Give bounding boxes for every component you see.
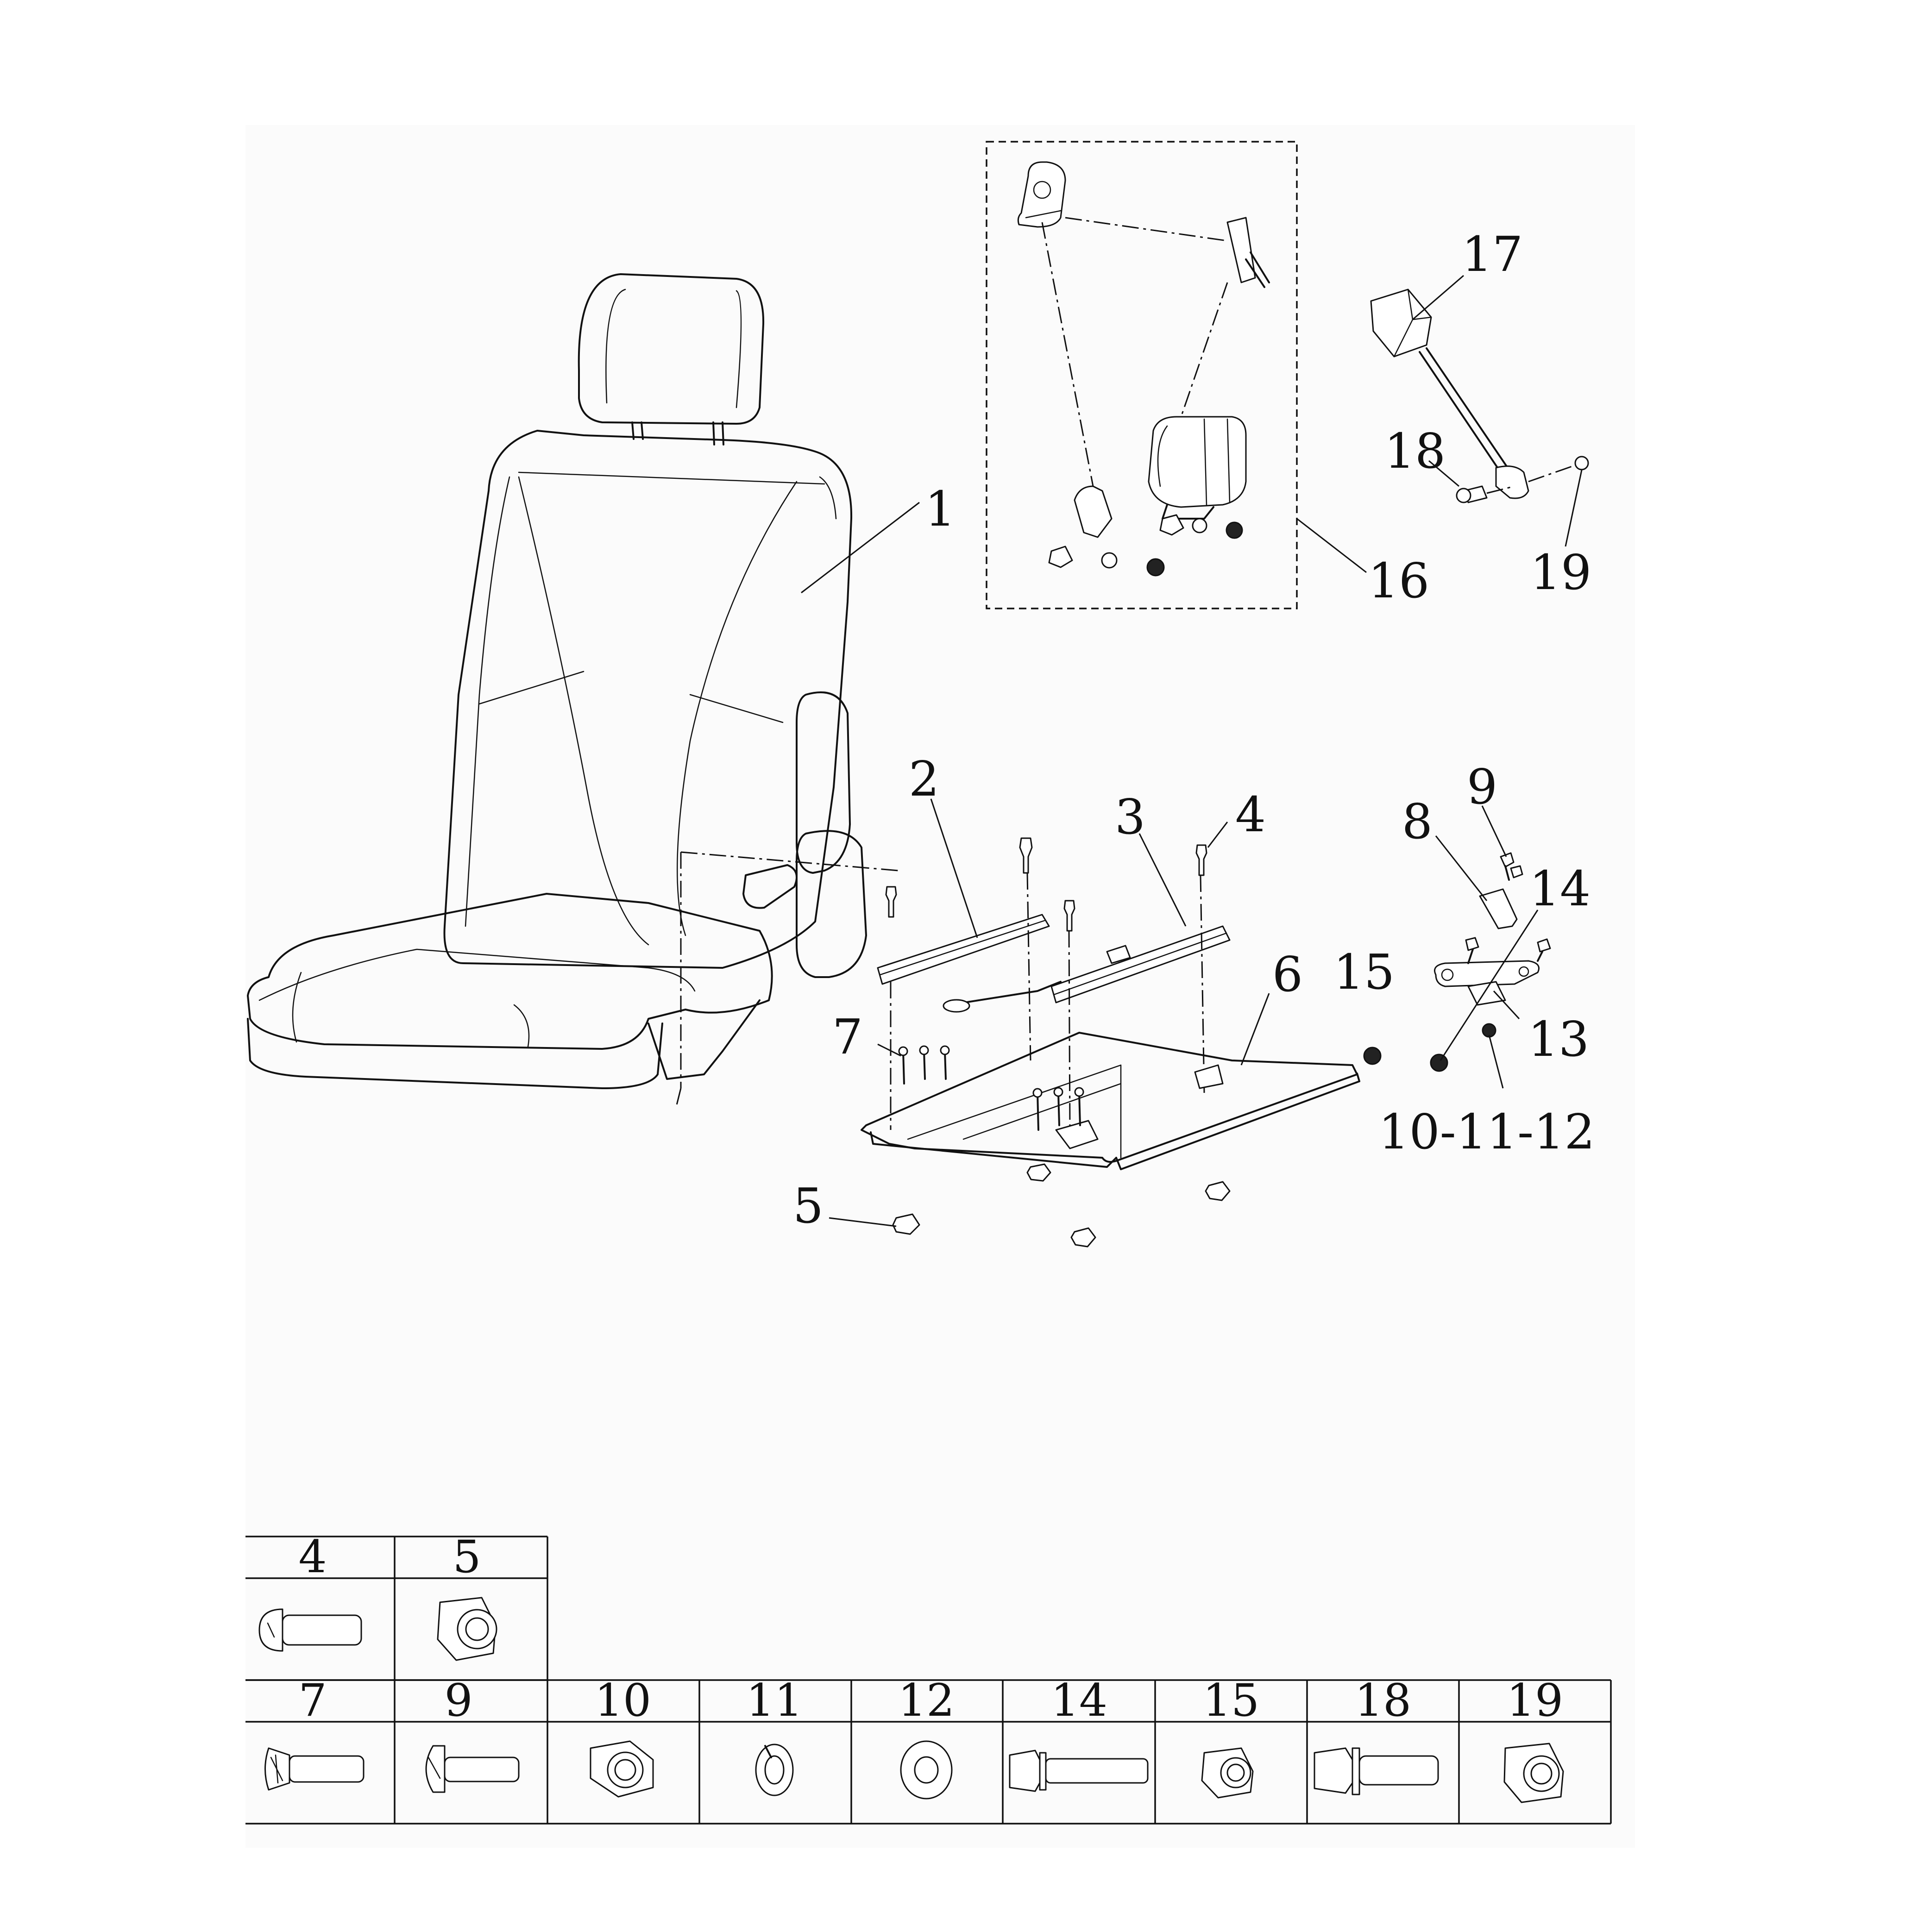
- table-label-18: 18: [1355, 1675, 1411, 1726]
- table-label-12: 12: [898, 1675, 955, 1726]
- callout-8: 8: [1402, 793, 1433, 850]
- hardware-table: 4 5 7 9 10 11 12 14 15 18 19: [245, 1531, 1612, 1825]
- callout-18: 18: [1384, 423, 1446, 479]
- seat-assembly: [247, 273, 899, 1107]
- callout-4: 4: [1235, 786, 1266, 843]
- washer-11-illustration: [755, 1744, 794, 1796]
- callout-2: 2: [909, 751, 939, 807]
- table-label-11: 11: [746, 1675, 803, 1726]
- callout-6: 6: [1272, 946, 1303, 1003]
- recline-lever: [742, 864, 798, 909]
- seat-cushion: [247, 893, 773, 1050]
- callout-16: 16: [1368, 552, 1429, 609]
- washer-12-illustration: [900, 1740, 953, 1800]
- leader-lines: [801, 275, 1583, 1227]
- nut-19-illustration: [1503, 1743, 1564, 1803]
- callout-19: 19: [1530, 544, 1591, 601]
- plate-13: [1434, 960, 1540, 987]
- table-label-19: 19: [1507, 1675, 1563, 1726]
- callout-1: 1: [925, 481, 956, 537]
- callout-3: 3: [1115, 789, 1145, 845]
- bolt-4-illustration: [258, 1608, 362, 1652]
- upper-anchor: [1017, 161, 1066, 228]
- screw-7-illustration: [264, 1747, 365, 1791]
- bracket-8: [1479, 888, 1518, 929]
- rail-left: [877, 914, 1050, 985]
- slide-base: [861, 1032, 1358, 1163]
- retractor-reel: [1148, 416, 1247, 508]
- bracket-assembly: [1430, 852, 1551, 1072]
- bolt-18-illustration: [1314, 1747, 1439, 1795]
- nut-15: [1363, 1047, 1382, 1065]
- callout-15: 15: [1333, 944, 1395, 1000]
- table-label-14: 14: [1051, 1675, 1107, 1726]
- rail-right: [1050, 925, 1231, 1004]
- backrest: [443, 430, 853, 969]
- table-label-7: 7: [298, 1675, 327, 1726]
- side-arm-pad: [796, 691, 851, 874]
- headrest: [578, 273, 765, 425]
- drawing-backdrop: [245, 125, 1635, 1848]
- callout-10-11-12: 10-11-12: [1378, 1104, 1595, 1160]
- seat-rails: [861, 837, 1382, 1248]
- callout-13: 13: [1528, 1011, 1589, 1067]
- callout-7: 7: [832, 1009, 863, 1065]
- table-label-5: 5: [453, 1531, 481, 1583]
- nut-10-illustration: [590, 1740, 654, 1798]
- nut-5: [892, 1213, 920, 1235]
- callout-9: 9: [1467, 759, 1497, 815]
- bolt-9-illustration: [425, 1745, 520, 1793]
- bolt-14-illustration: [1009, 1750, 1149, 1792]
- callout-numbers: 1 2 3 4 5 6 7 8 9 14 15 13 10-11-12 16 1…: [793, 226, 1595, 1234]
- nut-15-illustration: [1201, 1747, 1254, 1799]
- group-boundary-box: [986, 141, 1298, 609]
- table-label-4: 4: [298, 1531, 327, 1583]
- belt-buckle: [1370, 289, 1589, 503]
- callout-17: 17: [1462, 226, 1523, 282]
- callout-5: 5: [793, 1178, 824, 1234]
- retractor-belt-group: [986, 141, 1298, 609]
- table-label-15: 15: [1203, 1675, 1259, 1726]
- table-label-10: 10: [595, 1675, 651, 1726]
- nut-5-illustration: [437, 1597, 497, 1661]
- callout-14: 14: [1529, 860, 1591, 917]
- table-label-9: 9: [444, 1675, 472, 1726]
